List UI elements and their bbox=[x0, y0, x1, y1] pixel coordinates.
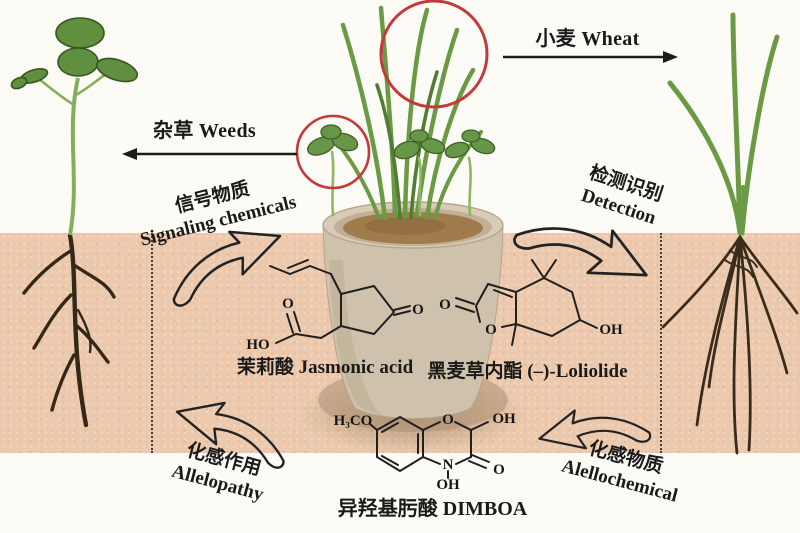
loliolide-structure: O O OH bbox=[439, 259, 623, 346]
weed-roots bbox=[22, 232, 116, 428]
left-dashed-divider bbox=[151, 233, 153, 453]
jasmonic-ketone-oxygen-label: O bbox=[412, 302, 424, 318]
dimboa-structure: H₃CO O OH N OH O bbox=[334, 411, 516, 493]
dimboa-n-hydroxyl-label: OH bbox=[436, 477, 460, 493]
wheat-roots bbox=[661, 235, 799, 455]
loliolide-caption: 黑麦草内酯 (–)-Loliolide bbox=[427, 361, 628, 382]
allelochemical-curved-arrow-icon bbox=[538, 409, 652, 450]
allelopathy-curved-arrow-icon bbox=[175, 401, 285, 469]
detection-curved-arrow-icon bbox=[513, 227, 648, 277]
dimboa-methoxy-label: H₃CO bbox=[334, 413, 373, 429]
weed-plant-icon bbox=[10, 17, 139, 428]
pot-wheat-seedlings bbox=[328, 5, 483, 221]
dimboa-carbonyl-oxygen-label: O bbox=[493, 462, 505, 478]
jasmonic-acid-structure: O HO O bbox=[246, 259, 424, 353]
weeds-arrow-icon bbox=[122, 148, 297, 160]
pot-body-shading bbox=[329, 260, 385, 416]
jasmonic-acid-caption: 茉莉酸 Jasmonic acid bbox=[236, 357, 414, 378]
pot-with-seedlings bbox=[295, 0, 508, 432]
weed-highlight-circle-icon bbox=[295, 114, 371, 190]
dimboa-caption: 异羟基肟酸 DIMBOA bbox=[337, 498, 528, 520]
jasmonic-hydroxyl-label: HO bbox=[246, 337, 269, 353]
right-dashed-divider bbox=[660, 233, 662, 453]
dimboa-hydroxyl-label: OH bbox=[492, 411, 516, 427]
dimboa-ring-oxygen-label: O bbox=[442, 412, 454, 428]
pot-weed-seedlings bbox=[307, 124, 496, 217]
wheat-arrow-icon bbox=[503, 51, 678, 63]
jasmonic-carboxyl-oxygen-label: O bbox=[282, 296, 294, 312]
weed-shoot bbox=[10, 17, 139, 236]
signaling-curved-arrow-icon bbox=[172, 230, 282, 307]
wheat-leaves bbox=[667, 12, 780, 236]
weeds-arrow-label: 杂草 Weeds bbox=[153, 120, 256, 142]
pot-soil-shade bbox=[365, 217, 445, 235]
loliolide-carbonyl-oxygen-label: O bbox=[439, 297, 451, 313]
wheat-plant-icon bbox=[661, 12, 799, 455]
wheat-arrow-label: 小麦 Wheat bbox=[535, 28, 640, 50]
dimboa-nitrogen-label: N bbox=[443, 457, 454, 473]
loliolide-hydroxyl-label: OH bbox=[599, 322, 623, 338]
wheat-highlight-circle-icon bbox=[379, 0, 489, 109]
loliolide-ring-oxygen-label: O bbox=[485, 322, 497, 338]
